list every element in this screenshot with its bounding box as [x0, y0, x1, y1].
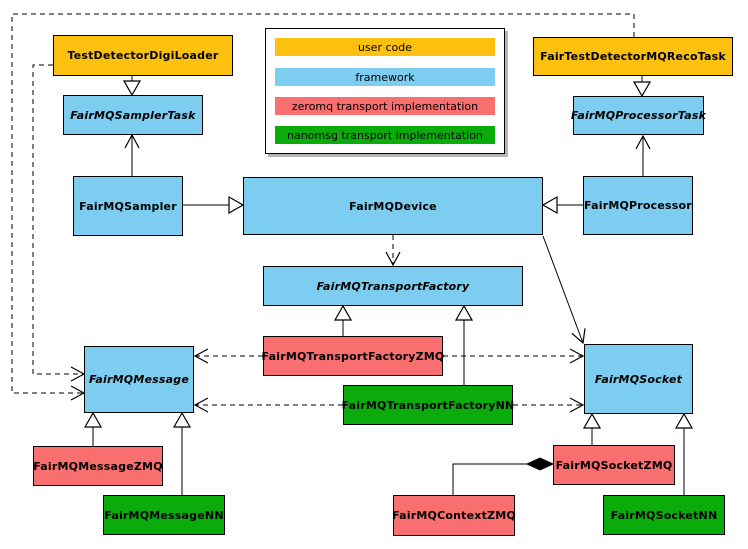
- legend-label-nanomsg: nanomsg transport implementation: [287, 128, 483, 142]
- class-label-fairmqprocessortask: FairMQProcessorTask: [570, 109, 707, 122]
- class-label-fairmqcontextzmq: FairMQContextZMQ: [392, 509, 516, 522]
- class-label-fairtestdetectormqrecotask: FairTestDetectorMQRecoTask: [540, 50, 726, 63]
- class-label-fairmqsampler: FairMQSampler: [79, 199, 177, 213]
- legend-item-nanomsg: nanomsg transport implementation: [275, 126, 495, 144]
- class-label-fairmqmessage: FairMQMessage: [88, 373, 190, 386]
- class-label-fairmqprocessor: FairMQProcessor: [584, 199, 692, 212]
- legend-label-zeromq: zeromq transport implementation: [291, 99, 479, 113]
- class-label-fairmqmessagenn: FairMQMessageNN: [104, 508, 224, 522]
- legend-item-zeromq: zeromq transport implementation: [275, 97, 495, 115]
- class-fairmqtransportfactoryzmq: FairMQTransportFactoryZMQ: [261, 336, 445, 376]
- legend-label-framework: framework: [355, 70, 415, 84]
- edge-contextzmq-composition-socketzmq: [452, 464, 553, 495]
- class-fairmqprocessortask: FairMQProcessorTask: [570, 96, 707, 135]
- class-label-fairmqsocketnn: FairMQSocketNN: [610, 508, 718, 522]
- legend: user code framework zeromq transport imp…: [265, 28, 505, 154]
- class-fairmqsocketnn: FairMQSocketNN: [603, 495, 725, 535]
- class-fairmqdevice: FairMQDevice: [243, 177, 543, 235]
- class-label-fairmqsocketzmq: FairMQSocketZMQ: [555, 458, 673, 472]
- class-fairmqtransportfactorynn: FairMQTransportFactoryNN: [341, 385, 515, 425]
- class-label-fairmqmessagezmq: FairMQMessageZMQ: [33, 459, 163, 473]
- class-label-fairmqdevice: FairMQDevice: [349, 199, 437, 213]
- class-fairmqsamplertask: FairMQSamplerTask: [63, 95, 203, 135]
- legend-item-framework: framework: [275, 68, 495, 86]
- class-fairtestdetectormqrecotask: FairTestDetectorMQRecoTask: [533, 37, 733, 76]
- class-label-fairmqtransportfactoryzmq: FairMQTransportFactoryZMQ: [261, 349, 445, 363]
- class-label-fairmqtransportfactory: FairMQTransportFactory: [316, 279, 470, 293]
- legend-label-user-code: user code: [357, 40, 413, 54]
- class-label-testdetectordigiloader: TestDetectorDigiLoader: [67, 49, 219, 62]
- class-fairmqmessagezmq: FairMQMessageZMQ: [33, 446, 163, 486]
- class-testdetectordigiloader: TestDetectorDigiLoader: [53, 35, 233, 76]
- class-fairmqcontextzmq: FairMQContextZMQ: [392, 495, 516, 536]
- class-label-fairmqsocket: FairMQSocket: [594, 372, 683, 386]
- class-fairmqmessage: FairMQMessage: [84, 346, 194, 413]
- class-fairmqsampler: FairMQSampler: [73, 176, 183, 236]
- class-fairmqmessagenn: FairMQMessageNN: [103, 495, 225, 535]
- edge-device-uses-socket: [542, 235, 583, 343]
- class-fairmqtransportfactory: FairMQTransportFactory: [263, 266, 523, 306]
- legend-item-user-code: user code: [275, 38, 495, 56]
- class-fairmqprocessor: FairMQProcessor: [583, 176, 693, 235]
- class-fairmqsocketzmq: FairMQSocketZMQ: [553, 445, 675, 485]
- class-label-fairmqtransportfactorynn: FairMQTransportFactoryNN: [341, 398, 515, 412]
- class-fairmqsocket: FairMQSocket: [584, 344, 693, 414]
- class-label-fairmqsamplertask: FairMQSamplerTask: [70, 108, 196, 122]
